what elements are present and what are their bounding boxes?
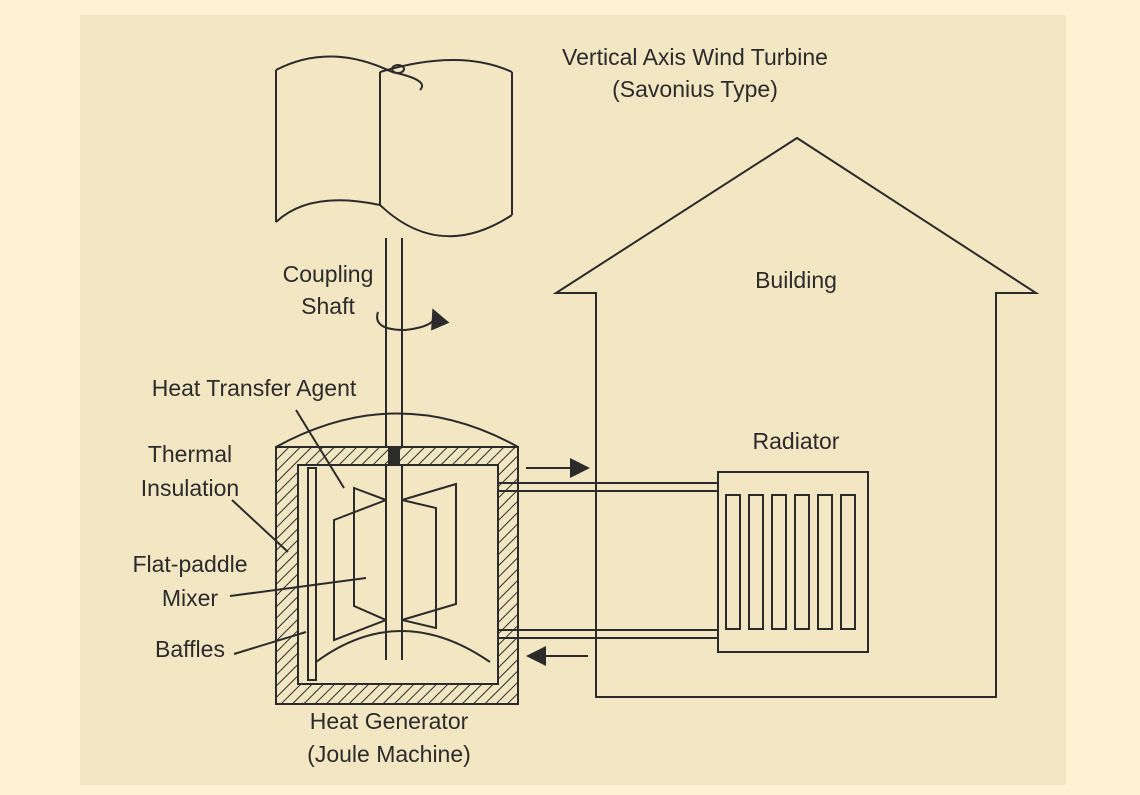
heat-generator: [275, 412, 519, 705]
shaft-label-line1: Coupling: [283, 261, 374, 287]
building: [552, 136, 1040, 698]
radiator-label: Radiator: [753, 428, 840, 454]
flat-paddle-mixer: [333, 482, 457, 642]
shaft-label-line2: Shaft: [301, 293, 355, 319]
radiator: [717, 471, 869, 653]
baffle: [307, 467, 317, 681]
thermal-insulation-wall: [275, 446, 519, 705]
turbine-label-line2: (Savonius Type): [612, 76, 778, 102]
coupling-shaft: [376, 238, 450, 470]
building-label: Building: [755, 267, 837, 293]
leader-lines: [229, 409, 367, 655]
turbine-label-line1: Vertical Axis Wind Turbine: [562, 44, 828, 70]
insulation-label-line1: Thermal: [148, 441, 232, 467]
mixer-label-line1: Flat-paddle: [132, 551, 247, 577]
insulation-label-line2: Insulation: [141, 475, 239, 501]
generator-label-line2: (Joule Machine): [307, 741, 471, 767]
pipes: [498, 458, 718, 666]
baffles-label: Baffles: [155, 636, 225, 662]
mixer-label-line2: Mixer: [162, 585, 219, 611]
heat-transfer-agent-label: Heat Transfer Agent: [152, 375, 357, 401]
generator-label-line1: Heat Generator: [310, 708, 469, 734]
savonius-turbine: [275, 55, 513, 238]
